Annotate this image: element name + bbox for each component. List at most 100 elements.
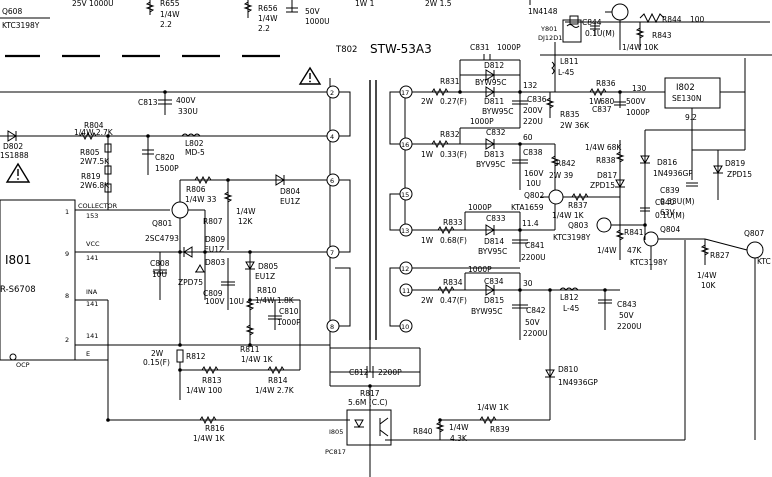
node-9-2: 9.2 [685, 113, 697, 122]
r807-value: 1/4W [236, 207, 256, 216]
svg-text:16: 16 [401, 141, 409, 149]
r812-value: 0.15(F) [143, 358, 170, 367]
c843-value: 50V [619, 311, 635, 320]
r810-label: R810 [257, 286, 277, 295]
r813-value: 1/4W 100 [186, 386, 222, 395]
c844-label: C844 [582, 18, 602, 27]
svg-text:13: 13 [401, 227, 409, 235]
svg-text:12: 12 [401, 265, 409, 273]
rail-30-voltage: 30 [523, 279, 533, 288]
d819-value: ZPD15 [727, 170, 752, 179]
pin8-ina: INA [86, 288, 98, 296]
pin1-collector: COLLECTOR [78, 202, 118, 210]
r656-value: 1/4W [258, 14, 278, 23]
pin2-e: E [86, 350, 90, 358]
c831-value: 1000P [497, 43, 521, 52]
transformer-pin: 16 [399, 137, 413, 151]
pin9-vcc: VCC [86, 240, 100, 248]
transformer-pin: 10 [399, 319, 413, 333]
r833-watt: 1W [421, 236, 434, 245]
transformer-pin: 13 [399, 223, 413, 237]
r836-watt: 1W [589, 97, 602, 106]
transformer-ref: T802 [335, 45, 357, 55]
l802-label: L802 [185, 139, 204, 148]
r836-label: R836 [596, 79, 616, 88]
r832-label: R832 [440, 130, 460, 139]
r839-label: R839 [490, 425, 510, 434]
svg-text:15: 15 [401, 191, 409, 199]
r804-label: R804 [84, 121, 104, 130]
pin9-141: 141 [86, 254, 98, 262]
c832-label: C832 [486, 128, 506, 137]
r827-value: 1/4W [697, 271, 717, 280]
d809-value: EU1Z [204, 245, 224, 254]
q801-label: Q801 [152, 219, 172, 228]
svg-text:10: 10 [401, 323, 409, 331]
r837-value: 1/4W 1K [552, 211, 585, 220]
r836-value: 680 [600, 97, 615, 106]
r816-value: 1/4W 1K [193, 434, 226, 443]
r655-value: 1/4W [160, 10, 180, 19]
rail-132: R831 2W 0.27(F) C831 1000P D812 BYW95C D… [412, 43, 620, 130]
r804-value: 1/4W 2.7K [74, 128, 114, 137]
c836-value2: 220U [523, 117, 543, 126]
transformer-pin: 7 [326, 245, 340, 259]
transformer-pin: 15 [399, 187, 413, 201]
c833-label: C833 [486, 214, 506, 223]
pin1-153: 153 [86, 212, 98, 220]
warning-triangle-icon [298, 66, 322, 85]
c812-label: C812 [349, 368, 369, 377]
pin2-141: 141 [86, 332, 98, 340]
i805-label: I805 [329, 428, 343, 436]
d816-value: 1N4936GP [653, 169, 693, 178]
c839-voltage: 63V [660, 208, 676, 217]
c838-value2: 10U [526, 179, 541, 188]
r832-value: 0.33(F) [440, 150, 467, 159]
c842-label: C842 [526, 306, 546, 315]
transformer-pin: 11 [399, 283, 413, 297]
c820-value: 1500P [155, 164, 179, 173]
r835-value: 2W 36K [560, 121, 590, 130]
r841-value: 1/4W [597, 246, 617, 255]
q803-label: Q803 [568, 221, 588, 230]
d804-value: EU1Z [280, 197, 300, 206]
r841-value2: 47K [627, 246, 643, 255]
d817-label: D817 [597, 171, 617, 180]
svg-text:11: 11 [402, 287, 410, 295]
r806-value: 1/4W 33 [185, 195, 217, 204]
d805-label: D805 [258, 262, 278, 271]
svg-text:6: 6 [330, 177, 334, 185]
c831-label: C831 [470, 43, 490, 52]
d815-value: BYW95C [471, 307, 503, 316]
transformer-pin: 2 [326, 85, 340, 99]
c834-label: C834 [484, 277, 504, 286]
r837-label: R837 [568, 201, 588, 210]
w2-label: 2W 1.5 [425, 0, 452, 8]
r842-value: 2W 39 [549, 171, 573, 180]
d802-label: D802 [3, 142, 23, 151]
pin8-number: 8 [65, 292, 69, 300]
ocp-label: OCP [16, 361, 30, 369]
dj-label: DJ12D1 [538, 34, 562, 42]
d817-value: ZPD15 [590, 181, 615, 190]
kta-label: KTA1659 [511, 203, 544, 212]
d816-label: D816 [657, 158, 677, 167]
c812-value: 2200P [378, 368, 402, 377]
c813-voltage: 400V [176, 96, 196, 105]
c833-value: 1000P [468, 203, 492, 212]
r839-value: 1/4W 1K [477, 403, 510, 412]
c810-label: C810 [279, 307, 299, 316]
r833-label: R833 [443, 218, 463, 227]
c808-value: 10U [152, 270, 167, 279]
w1-label: 1W 1 [355, 0, 375, 8]
ktc-top-label: KTC3198Y [2, 21, 40, 30]
transformer-pin: 17 [399, 85, 413, 99]
d812-value: BYW95C [475, 78, 507, 87]
c813-label: C813 [138, 98, 158, 107]
r842-label: R842 [556, 159, 576, 168]
c844-value: 0.1U(M) [585, 29, 615, 38]
c843-label: C843 [617, 300, 637, 309]
transformer-t802 [329, 78, 420, 349]
r840-label: R840 [413, 427, 433, 436]
